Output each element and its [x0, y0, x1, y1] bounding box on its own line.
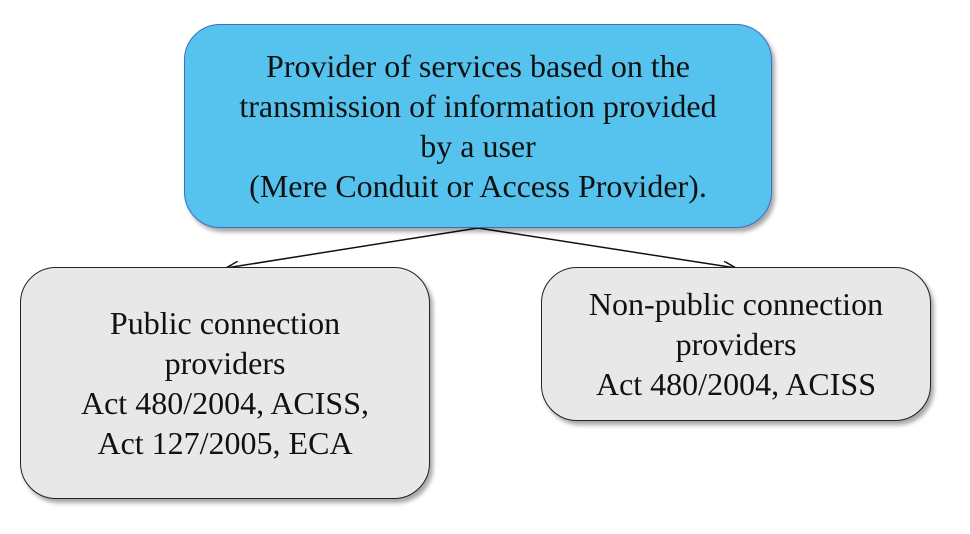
root-node-mere-conduit-provider: Provider of services based on the transm… — [184, 24, 772, 228]
public-node-line: providers — [164, 345, 286, 381]
root-node-line: by a user — [420, 128, 536, 164]
public-node-line: Public connection — [109, 305, 341, 341]
root-node-line: transmission of information provided — [239, 88, 717, 124]
child-node-public-connection-providers: Public connection providers Act 480/2004… — [20, 267, 430, 499]
public-node-line: Act 480/2004, ACISS, — [80, 385, 370, 421]
child-node-non-public-connection-providers: Non-public connection providers Act 480/… — [541, 267, 931, 421]
connector-root-to-non-public — [477, 227, 736, 268]
non-public-node-line: providers — [675, 326, 797, 362]
non-public-node-line: Act 480/2004, ACISS — [595, 366, 876, 402]
public-node-line: Act 127/2005, ECA — [97, 425, 353, 461]
connector-root-to-public — [226, 227, 479, 268]
non-public-node-line: Non-public connection — [588, 286, 884, 322]
root-node-line: Provider of services based on the — [266, 48, 690, 84]
root-node-line: (Mere Conduit or Access Provider). — [249, 168, 707, 204]
